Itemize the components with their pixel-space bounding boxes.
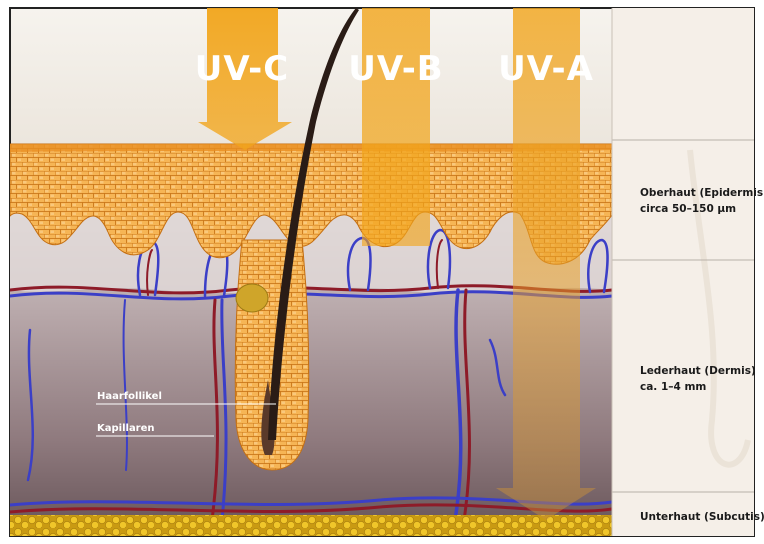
- epidermis-thickness: circa 50–150 µm: [640, 203, 736, 215]
- uv-c-label: UV-C: [195, 49, 290, 89]
- sebaceous-gland: [236, 284, 268, 312]
- capillaries-label: Kapillaren: [97, 423, 155, 434]
- hair-follicle-label: Haarfollikel: [97, 391, 162, 402]
- epidermis-title: Oberhaut (Epidermis): [640, 187, 764, 199]
- uv-b-ray: [362, 8, 430, 246]
- uv-b-label: UV-B: [348, 49, 443, 89]
- dermis-title: Lederhaut (Dermis): [640, 365, 756, 377]
- dermis-thickness: ca. 1–4 mm: [640, 381, 706, 393]
- subcutis-fat-layer: [10, 515, 612, 536]
- uv-a-label: UV-A: [498, 49, 594, 89]
- subcutis-title: Unterhaut (Subcutis): [640, 511, 764, 523]
- layer-info-panel: [612, 8, 754, 536]
